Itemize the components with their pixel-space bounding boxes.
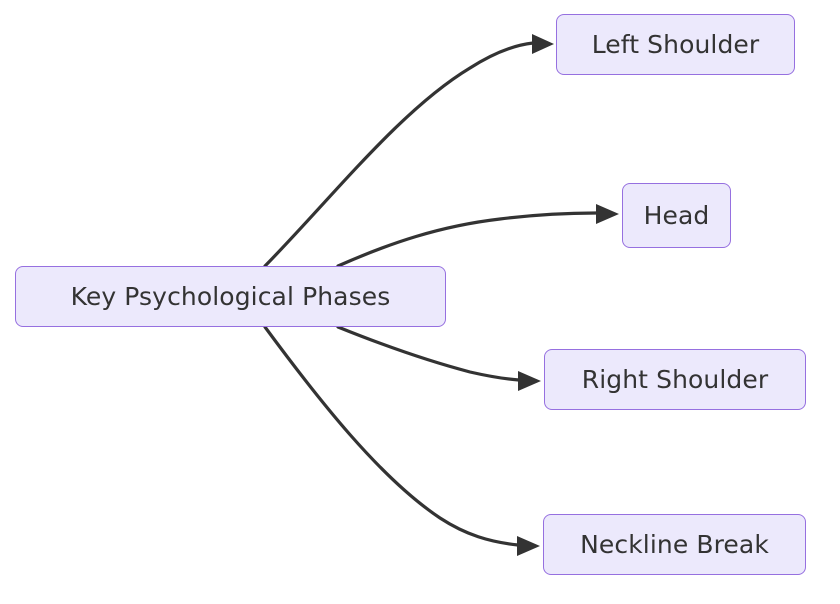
arrowhead-neckline-break bbox=[517, 536, 540, 556]
node-label: Head bbox=[643, 201, 710, 230]
edge-root-to-neckline-break bbox=[263, 325, 540, 556]
edge-root-to-head bbox=[336, 204, 619, 268]
edge-root-to-right-shoulder bbox=[336, 325, 541, 391]
node-head[interactable]: Head bbox=[622, 183, 731, 248]
node-label: Left Shoulder bbox=[591, 30, 760, 59]
node-key-psychological-phases[interactable]: Key Psychological Phases bbox=[15, 266, 446, 327]
node-label: Right Shoulder bbox=[581, 365, 769, 394]
arrowhead-left-shoulder bbox=[532, 34, 554, 54]
node-label: Key Psychological Phases bbox=[70, 282, 391, 311]
edge-root-to-left-shoulder bbox=[263, 34, 554, 268]
arrowhead-head bbox=[596, 204, 619, 224]
node-left-shoulder[interactable]: Left Shoulder bbox=[556, 14, 795, 75]
node-label: Neckline Break bbox=[580, 530, 769, 559]
node-right-shoulder[interactable]: Right Shoulder bbox=[544, 349, 806, 410]
node-neckline-break[interactable]: Neckline Break bbox=[543, 514, 806, 575]
arrowhead-right-shoulder bbox=[518, 371, 541, 391]
